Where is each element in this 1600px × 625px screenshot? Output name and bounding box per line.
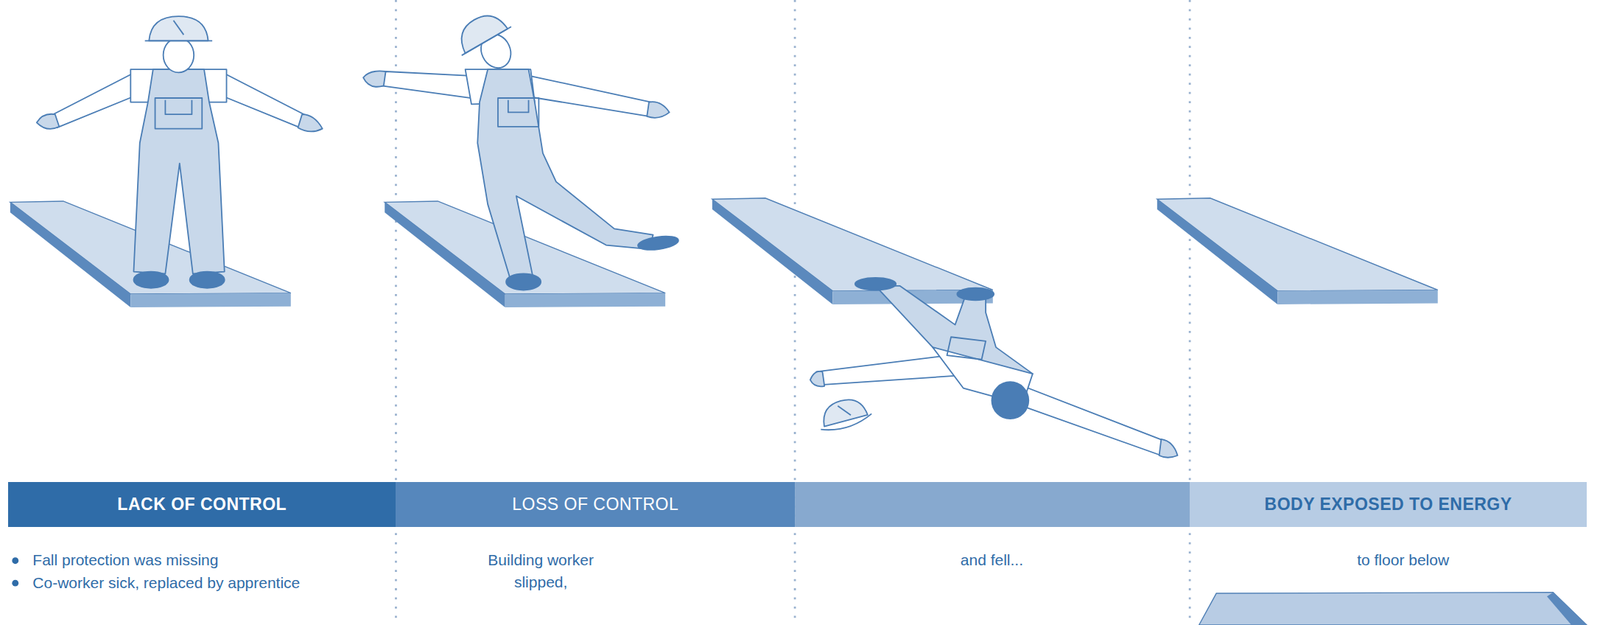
plank xyxy=(712,198,994,291)
slipping-worker xyxy=(449,5,512,56)
falling-worker xyxy=(837,402,851,418)
standing-worker xyxy=(222,73,305,128)
plank xyxy=(1157,198,1438,291)
stage-band: LACK OF CONTROL xyxy=(8,481,396,527)
standing-worker xyxy=(133,69,224,274)
slipping-worker xyxy=(461,26,512,56)
plank xyxy=(1157,198,1278,305)
falling-worker xyxy=(946,336,986,359)
bullet-mark xyxy=(11,579,19,587)
standing-worker xyxy=(165,100,192,115)
band-heading: LACK OF CONTROL xyxy=(117,494,287,515)
slipping-worker xyxy=(477,69,653,279)
standing-worker xyxy=(297,114,322,132)
stage-note: Building worker slipped, xyxy=(464,548,618,594)
slipping-worker xyxy=(506,273,541,290)
standing-worker xyxy=(155,97,203,129)
stage-note: to floor below xyxy=(1300,548,1505,571)
slipping-worker xyxy=(453,7,508,54)
floor-slab xyxy=(1199,592,1587,625)
standing-worker xyxy=(145,40,213,42)
falling-worker xyxy=(956,288,994,301)
standing-worker xyxy=(53,73,135,128)
bullet-mark xyxy=(11,556,19,586)
bullet-mark xyxy=(11,556,19,564)
slipping-worker xyxy=(646,101,669,118)
falling-worker xyxy=(855,277,896,291)
column-divider xyxy=(1188,0,1192,625)
standing-worker xyxy=(133,271,168,289)
slipping-worker xyxy=(524,75,652,117)
plank xyxy=(1157,198,1438,305)
standing-worker xyxy=(173,20,184,35)
standing-worker xyxy=(148,16,208,41)
falling-worker xyxy=(814,394,873,434)
plank xyxy=(10,198,1438,308)
falling-worker xyxy=(810,277,1178,458)
blank-band xyxy=(794,481,1190,527)
stage-note: and fell... xyxy=(895,548,1089,571)
band-heading: LOSS OF CONTROL xyxy=(511,494,679,515)
band-heading: BODY EXPOSED TO ENERGY xyxy=(1264,494,1513,515)
stage-band: LOSS OF CONTROL xyxy=(395,481,795,527)
falling-worker xyxy=(820,413,874,434)
standing-worker xyxy=(36,114,59,129)
slipping-worker xyxy=(363,70,386,87)
column-divider xyxy=(794,0,797,625)
floor-slab xyxy=(1546,592,1587,625)
slipping-worker xyxy=(381,71,472,98)
falling-worker xyxy=(991,381,1029,419)
plank xyxy=(505,293,666,308)
column-divider xyxy=(395,0,1190,625)
falling-worker xyxy=(816,355,955,385)
stage-band: BODY EXPOSED TO ENERGY xyxy=(1189,481,1587,527)
column-divider xyxy=(394,0,398,625)
falling-worker xyxy=(810,371,825,387)
plank xyxy=(130,293,291,308)
stage-note: Co-worker sick, replaced by apprentice xyxy=(32,571,306,594)
plank xyxy=(10,201,131,308)
plank xyxy=(384,201,505,308)
floor-slab xyxy=(1199,592,1587,625)
plank xyxy=(1277,290,1438,305)
falling-worker xyxy=(1159,439,1178,458)
falling-worker xyxy=(1006,381,1166,456)
plank xyxy=(712,198,994,305)
standing-worker xyxy=(163,37,195,73)
slipping-worker xyxy=(508,100,529,113)
slipping-worker xyxy=(497,97,539,127)
standing-worker xyxy=(190,271,225,289)
stage-note: Fall protection was missing xyxy=(32,548,306,571)
plank xyxy=(712,198,833,305)
slipping-worker xyxy=(637,234,680,252)
standing-worker xyxy=(36,16,323,289)
slipping-worker xyxy=(363,5,680,290)
